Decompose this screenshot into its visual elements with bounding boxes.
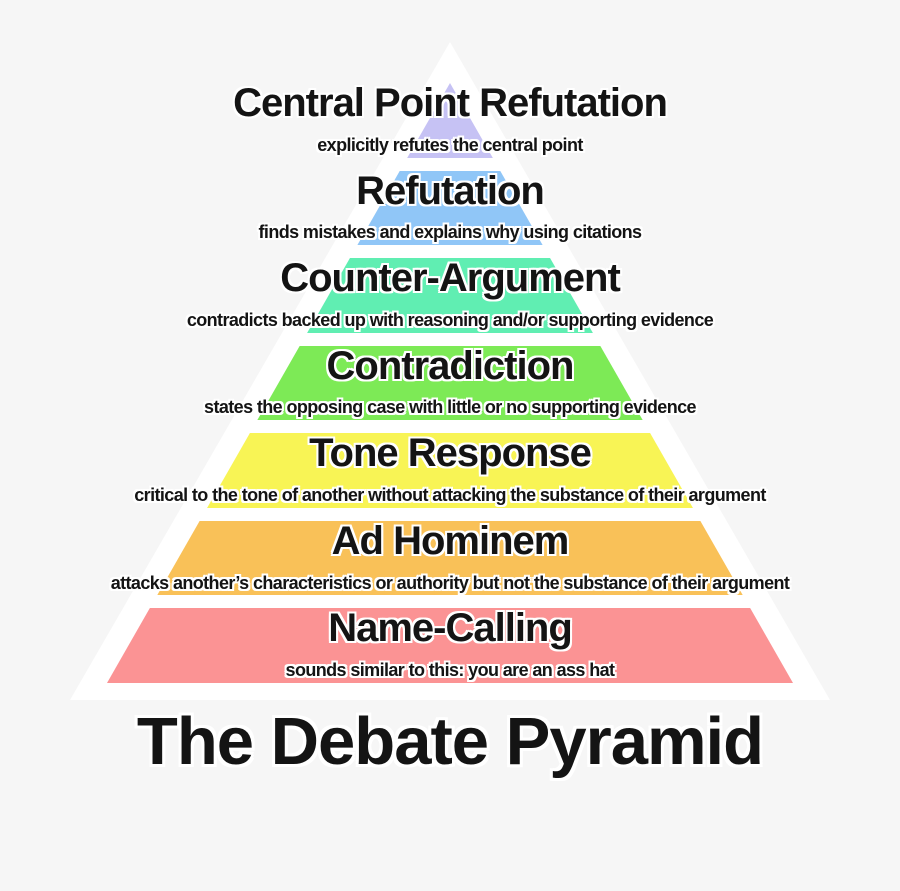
pyramid-band-2 bbox=[107, 258, 793, 333]
pyramid-band-6 bbox=[107, 608, 793, 683]
pyramid-band-5 bbox=[107, 520, 793, 596]
pyramid-band-3 bbox=[107, 345, 793, 421]
pyramid bbox=[107, 83, 793, 683]
diagram-title: The Debate Pyramid bbox=[136, 704, 764, 779]
pyramid-band-1 bbox=[107, 170, 793, 246]
pyramid-band-0 bbox=[107, 83, 793, 158]
